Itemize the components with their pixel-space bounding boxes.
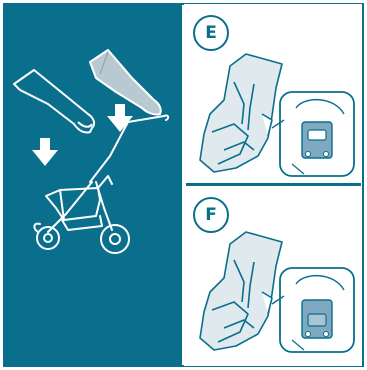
- buckle-detail-icon: [280, 92, 354, 176]
- step-badge-f: F: [193, 197, 229, 233]
- arrow-down-icon: [32, 104, 133, 166]
- stroller-seat-icon: [200, 54, 282, 172]
- step-label: E: [205, 23, 217, 43]
- stroller-icon: [34, 115, 168, 253]
- assembly-panel: [4, 4, 182, 366]
- step-label: F: [205, 205, 217, 225]
- assembly-illustration: [4, 4, 182, 366]
- step-divider: [186, 183, 361, 186]
- stroller-seat-icon: [200, 232, 282, 350]
- step-badge-e: E: [193, 15, 229, 51]
- bumper-bar-icon: [14, 70, 94, 133]
- canopy-icon: [90, 50, 161, 115]
- buckle-detail-icon: [280, 268, 354, 352]
